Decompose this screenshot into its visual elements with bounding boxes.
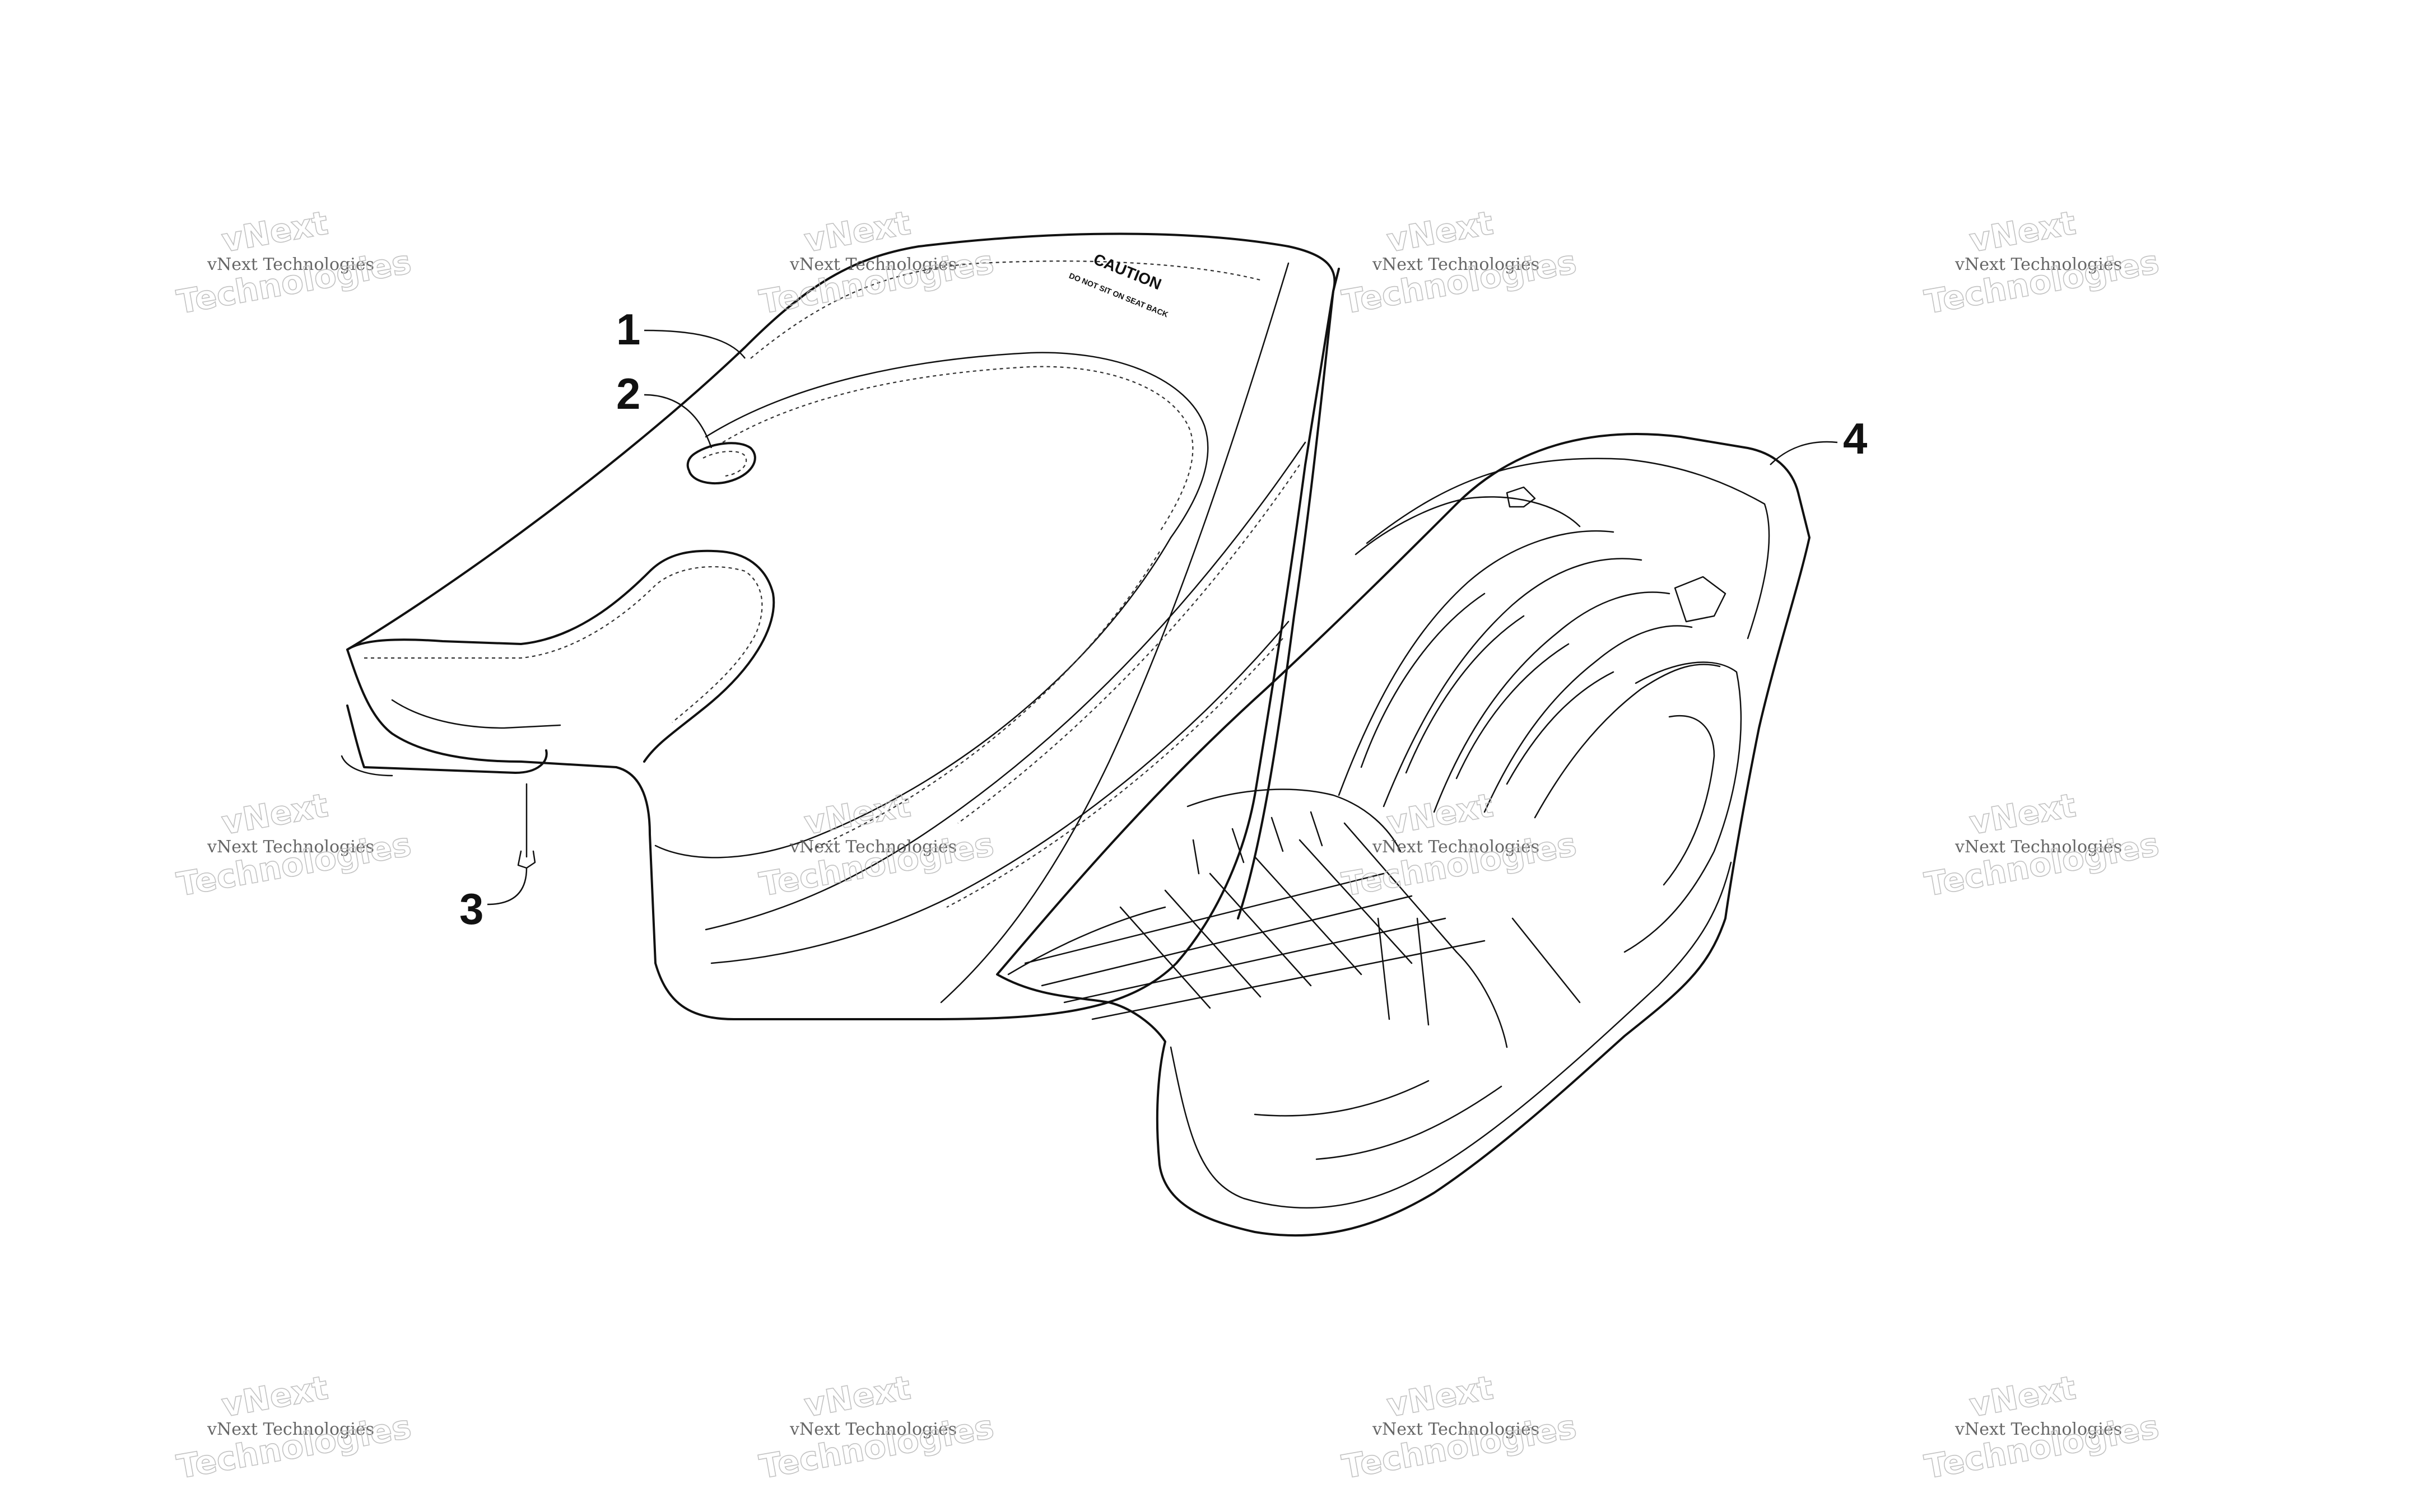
callout-3: 3 xyxy=(459,867,528,934)
svg-text:vNext: vNext xyxy=(802,1369,914,1425)
svg-text:vNext: vNext xyxy=(1967,786,2079,842)
svg-text:vNext: vNext xyxy=(1384,204,1496,260)
watermark: vNext vNext Technologies Technologies xyxy=(1921,1368,2162,1487)
watermarks: vNext vNext Technologies Technologies vN… xyxy=(174,203,2162,1487)
callout-4-label: 4 xyxy=(1843,414,1867,463)
svg-text:vNext Technologies: vNext Technologies xyxy=(207,837,374,857)
watermark: vNext vNext Technologies Technologies xyxy=(756,786,997,904)
watermark: vNext vNext Technologies Technologies xyxy=(1339,1368,1580,1487)
callout-2: 2 xyxy=(616,369,713,449)
svg-text:vNext Technologies: vNext Technologies xyxy=(789,837,957,857)
watermark: vNext vNext Technologies Technologies xyxy=(174,203,415,322)
svg-text:vNext Technologies: vNext Technologies xyxy=(1954,1420,2122,1439)
patch-part-2 xyxy=(686,442,756,484)
svg-text:vNext: vNext xyxy=(219,1369,331,1425)
svg-text:vNext: vNext xyxy=(802,786,914,842)
callout-1: 1 xyxy=(616,305,746,359)
svg-text:vNext: vNext xyxy=(1967,204,2079,260)
watermark: vNext vNext Technologies Technologies xyxy=(756,203,997,322)
callout-1-label: 1 xyxy=(616,305,640,354)
svg-text:vNext Technologies: vNext Technologies xyxy=(789,255,957,274)
svg-text:vNext Technologies: vNext Technologies xyxy=(1954,837,2122,857)
watermark: vNext vNext Technologies Technologies xyxy=(756,1368,997,1487)
svg-text:vNext: vNext xyxy=(1384,786,1496,842)
svg-text:vNext Technologies: vNext Technologies xyxy=(1372,837,1539,857)
svg-text:vNext Technologies: vNext Technologies xyxy=(1954,255,2122,274)
watermark: vNext vNext Technologies Technologies xyxy=(1921,786,2162,904)
watermark: vNext vNext Technologies Technologies xyxy=(1921,203,2162,322)
svg-text:vNext Technologies: vNext Technologies xyxy=(207,1420,374,1439)
svg-text:vNext Technologies: vNext Technologies xyxy=(789,1420,957,1439)
svg-text:vNext: vNext xyxy=(1384,1369,1496,1425)
watermark: vNext vNext Technologies Technologies xyxy=(174,1368,415,1487)
seat-base xyxy=(996,433,1811,1237)
watermark: vNext vNext Technologies Technologies xyxy=(1339,203,1580,322)
callout-4: 4 xyxy=(1770,414,1867,465)
svg-text:vNext: vNext xyxy=(219,204,331,260)
seat-assembly: CAUTION DO NOT SIT ON SEAT BACK xyxy=(341,232,1340,1020)
svg-text:vNext: vNext xyxy=(219,786,331,842)
svg-text:vNext Technologies: vNext Technologies xyxy=(1372,1420,1539,1439)
callout-2-label: 2 xyxy=(616,369,640,418)
callout-3-label: 3 xyxy=(459,884,483,934)
svg-text:vNext Technologies: vNext Technologies xyxy=(1372,255,1539,274)
svg-text:vNext: vNext xyxy=(1967,1369,2079,1425)
svg-text:vNext Technologies: vNext Technologies xyxy=(207,255,374,274)
watermark: vNext vNext Technologies Technologies xyxy=(174,786,415,904)
